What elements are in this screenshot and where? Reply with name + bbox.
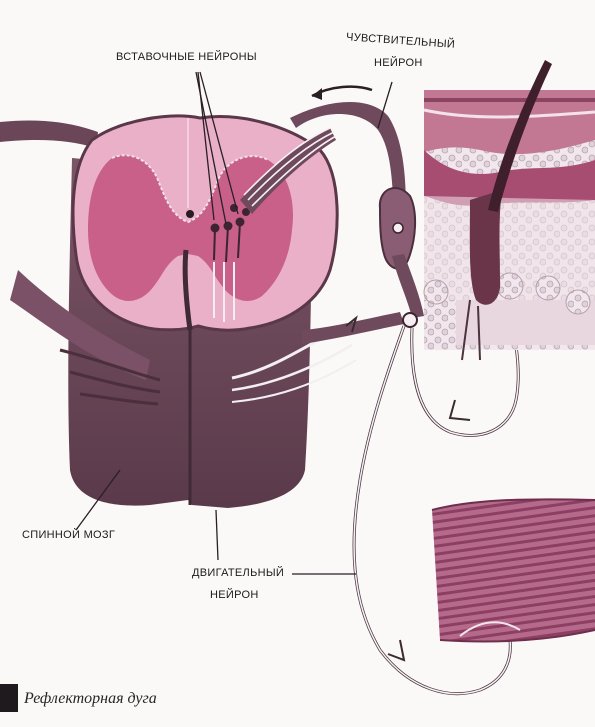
central-canal [186, 210, 194, 218]
label-motor-neuron-line1: ДВИГАТЕЛЬНЫЙ [192, 566, 284, 580]
skin-section [424, 60, 595, 360]
label-sensory-neuron-line2: НЕЙРОН [374, 56, 423, 70]
muscle-section [432, 499, 595, 641]
spinal-nerve-trunk [392, 254, 424, 318]
label-motor-neuron-line2: НЕЙРОН [210, 588, 259, 602]
label-interneurons: ВСТАВОЧНЫЕ НЕЙРОНЫ [116, 50, 257, 64]
figure-number-mark [0, 684, 18, 712]
left-upper-nerve [0, 120, 98, 148]
label-spinal-cord: СПИННОЙ МОЗГ [22, 528, 115, 542]
figure-caption: Рефлекторная дуга [24, 690, 157, 708]
